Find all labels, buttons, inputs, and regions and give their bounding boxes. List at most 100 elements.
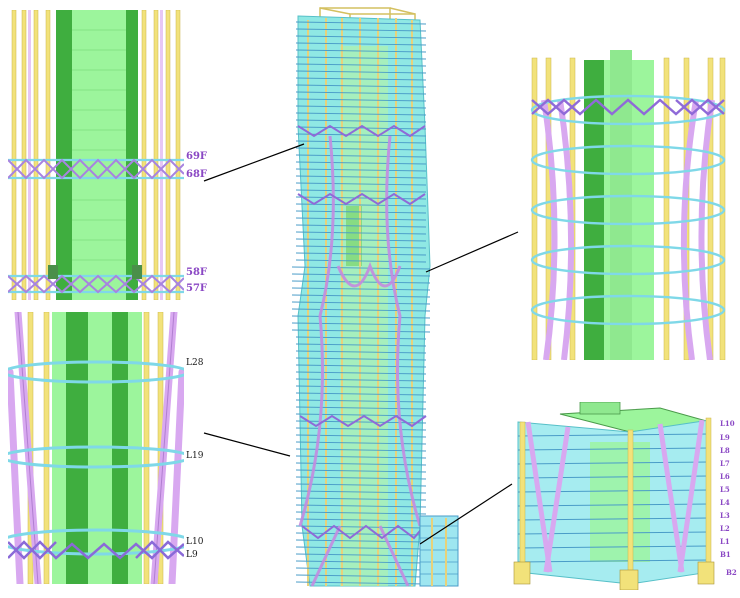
floor-slab — [295, 518, 427, 522]
floor-slab — [295, 196, 427, 200]
floor-slab — [295, 189, 427, 193]
detail-panel-bottom-left — [8, 312, 184, 584]
floor-slab — [295, 532, 427, 536]
floor-slab — [291, 308, 431, 312]
podium-label-l7: L7 — [720, 459, 730, 468]
floor-slab — [295, 147, 427, 151]
floor-slab — [291, 322, 431, 326]
detail-panel-top-right — [524, 50, 732, 360]
floor-slab — [295, 546, 427, 550]
floor-slab — [295, 238, 427, 242]
floor-slab — [295, 392, 427, 396]
floor-slab — [295, 364, 427, 368]
floor-slab — [295, 539, 427, 543]
floor-slab — [295, 91, 427, 95]
floor-slab — [295, 553, 427, 557]
podium-label-l9: L9 — [720, 433, 730, 442]
floor-slab — [295, 231, 427, 235]
podium-label-l2: L2 — [720, 524, 730, 533]
floor-slab — [291, 329, 431, 333]
floor-slab — [295, 504, 427, 508]
floor-slab — [295, 224, 427, 228]
floor-slab — [295, 126, 427, 130]
bottom-right-structure — [510, 402, 724, 590]
floor-slab — [291, 273, 431, 277]
podium-label-l5: L5 — [720, 485, 730, 494]
bottom-left-structure — [8, 312, 184, 584]
floor-slab — [295, 77, 427, 81]
podium-label-l4: L4 — [720, 498, 730, 507]
floor-slab — [295, 112, 427, 116]
floor-slab — [295, 182, 427, 186]
floor-slab — [291, 301, 431, 305]
floor-label-57f: 57F — [186, 283, 208, 294]
floor-slab — [291, 287, 431, 291]
floor-slab — [295, 336, 427, 340]
floor-slab — [295, 385, 427, 389]
floor-slab — [295, 252, 427, 256]
floor-slab — [295, 567, 427, 571]
floor-slab — [291, 266, 431, 270]
floor-slab — [295, 21, 427, 25]
leader-line-bottom-left — [203, 432, 291, 457]
floor-slab — [295, 49, 427, 53]
floor-slab — [295, 84, 427, 88]
floor-slab — [295, 483, 427, 487]
floor-slab — [295, 140, 427, 144]
detail-panel-top-left — [8, 10, 184, 300]
floor-slab — [295, 427, 427, 431]
floor-label-l19: L19 — [186, 451, 204, 461]
floor-slab — [295, 511, 427, 515]
floor-slab — [295, 217, 427, 221]
floor-label-l9: L9 — [186, 550, 198, 560]
tower-3d-model — [280, 6, 460, 598]
floor-slab — [295, 161, 427, 165]
podium-label-b2: B2 — [726, 568, 737, 577]
podium-label-l3: L3 — [720, 511, 730, 520]
podium-label-l8: L8 — [720, 446, 730, 455]
floor-slab — [295, 70, 427, 74]
floor-slab — [295, 203, 427, 207]
detail-panel-bottom-right — [510, 402, 724, 590]
floor-slab — [295, 581, 427, 585]
floor-slab — [295, 406, 427, 410]
floor-slab — [295, 154, 427, 158]
floor-slab — [295, 413, 427, 417]
floor-slab — [295, 357, 427, 361]
floor-slab — [295, 560, 427, 564]
floor-slab — [295, 119, 427, 123]
floor-slab — [295, 497, 427, 501]
floor-slab — [295, 420, 427, 424]
floor-slab — [295, 56, 427, 60]
floor-slab — [295, 259, 427, 263]
floor-label-58f: 58F — [186, 267, 208, 278]
floor-slab — [295, 490, 427, 494]
floor-slab — [291, 294, 431, 298]
floor-slab — [295, 63, 427, 67]
floor-slab — [295, 98, 427, 102]
floor-slab — [291, 315, 431, 319]
floor-label-69f: 69F — [186, 151, 208, 162]
podium-label-l10: L10 — [720, 419, 735, 428]
floor-slab — [295, 378, 427, 382]
floor-slab — [295, 469, 427, 473]
floor-slab — [295, 42, 427, 46]
floor-slab — [295, 343, 427, 347]
floor-slab — [295, 105, 427, 109]
podium-label-l6: L6 — [720, 472, 730, 481]
floor-slab — [295, 35, 427, 39]
floor-slab — [295, 168, 427, 172]
podium-label-l1: L1 — [720, 537, 730, 546]
top-right-structure — [524, 50, 732, 360]
floor-slab — [295, 28, 427, 32]
floor-label-l28: L28 — [186, 358, 204, 368]
floor-slab — [295, 371, 427, 375]
floor-slab — [295, 476, 427, 480]
podium-label-b1: B1 — [720, 550, 731, 559]
floor-slab — [295, 210, 427, 214]
floor-label-68f: 68F — [186, 169, 208, 180]
floor-slab — [295, 350, 427, 354]
floor-slab — [295, 245, 427, 249]
floor-label-l10: L10 — [186, 537, 204, 547]
top-left-structure — [8, 10, 184, 300]
